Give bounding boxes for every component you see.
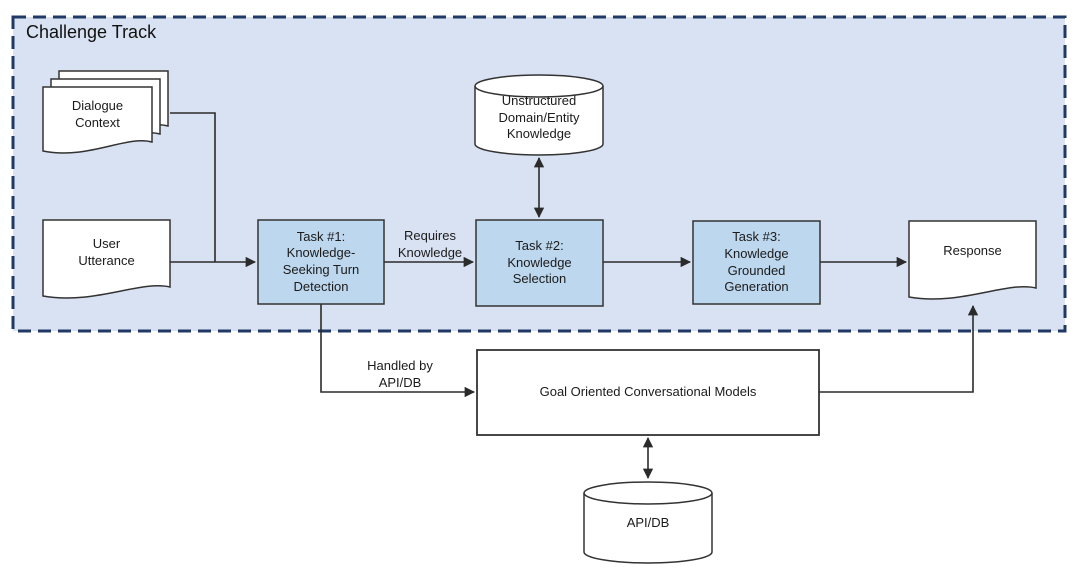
user-utterance-label: User Utterance — [78, 236, 135, 268]
task1-box — [257, 219, 385, 305]
task2-box — [475, 219, 604, 307]
task3-box — [692, 220, 821, 305]
connector-goal-models-to-response — [819, 304, 979, 393]
task1-label: Task #1: Knowledge- Seeking Turn Detecti… — [282, 228, 360, 294]
task2-label: Task #2: Knowledge Selection — [507, 238, 572, 287]
goal-models-label: Goal Oriented Conversational Models — [539, 383, 757, 399]
dialogue-context-doc-front — [42, 86, 153, 154]
challenge-track-title: Challenge Track — [26, 22, 157, 42]
user-utterance-doc — [42, 219, 171, 299]
response-label: Response — [943, 242, 1002, 258]
connector-dialogue-context-to-task1 — [170, 112, 216, 262]
api-db-label: API/DB — [626, 514, 670, 530]
dialogue-context-label: Dialogue Context — [71, 98, 124, 130]
handled-by-api-db-edge-label: Handled by API/DB — [367, 357, 433, 390]
knowledge-store-label: Unstructured Domain/Entity Knowledge — [498, 93, 580, 142]
task3-label: Task #3: Knowledge Grounded Generation — [724, 229, 789, 295]
requires-knowledge-edge-label: Requires Knowledge — [397, 228, 463, 260]
api-db-cylinder — [583, 481, 713, 564]
knowledge-store-cylinder — [474, 74, 604, 156]
connector-task1-to-goal-models — [320, 304, 476, 398]
response-doc — [908, 220, 1037, 300]
goal-models-box — [476, 349, 820, 436]
